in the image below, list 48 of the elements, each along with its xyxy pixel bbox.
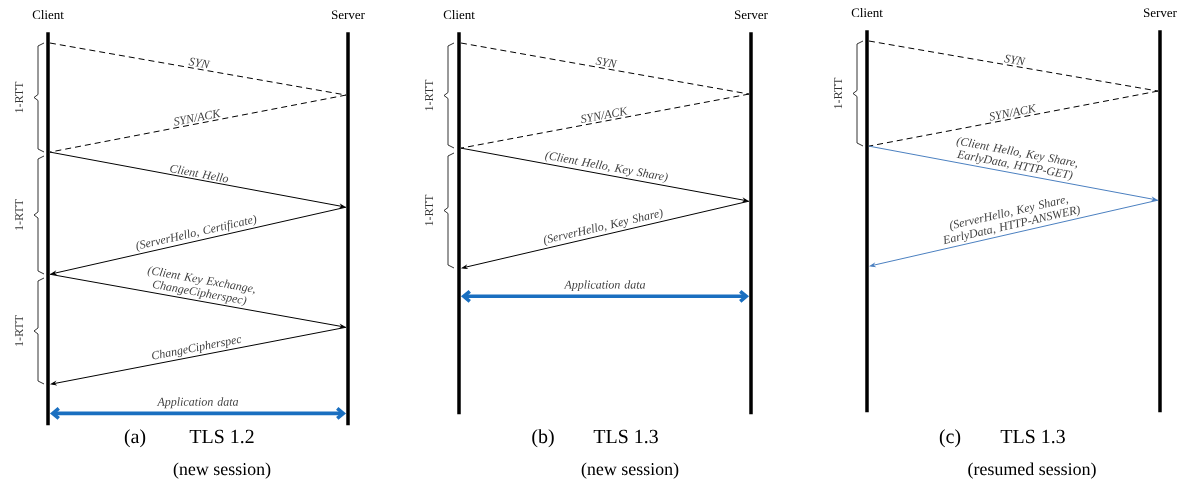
caption: TLS 1.3 (593, 429, 658, 444)
caption: (a) (124, 429, 146, 448)
lifeline: Server (331, 10, 365, 426)
lifeline: Server (1143, 8, 1177, 413)
lifeline: Server (734, 10, 768, 415)
edge-label: Client Hello (170, 165, 229, 183)
bracket-label: 1-RTT (15, 315, 23, 346)
edge-label: SYN (1003, 54, 1026, 66)
arrow (869, 199, 1159, 267)
edge-label: Application data (156, 397, 239, 409)
arrow (460, 147, 749, 203)
edge-label: (Client Hello, Key Share) (545, 151, 668, 183)
node-label: Client (443, 10, 475, 20)
bracket-label: 1-RTT (425, 194, 433, 226)
edge-label: SYN/ACK (174, 109, 221, 126)
caption: (b) (532, 429, 554, 448)
edge-label: SYN (188, 57, 211, 69)
arrow (460, 289, 750, 303)
bracket-label: 1-RTT (15, 81, 23, 113)
caption: (c) (939, 429, 961, 448)
lifeline: Client (443, 10, 475, 415)
arrow (49, 273, 346, 329)
edge-label: SYN/ACK (581, 106, 628, 123)
node-label: Server (331, 10, 365, 20)
arrow (50, 206, 347, 275)
arrow (50, 326, 347, 386)
arrow (868, 145, 1158, 202)
node-label: Client (851, 8, 883, 18)
edge-label: SYN/ACK (989, 104, 1036, 121)
lifeline: Client (32, 10, 64, 426)
arrow (49, 151, 346, 209)
edge-label: (Client Hello, Key Share, EarlyData, HTTP-GET) (956, 137, 1077, 181)
caption: (new session) (581, 462, 679, 479)
caption: TLS 1.3 (1000, 429, 1065, 444)
node-label: Server (1143, 8, 1177, 18)
caption: (resumed session) (968, 462, 1096, 479)
node-label: Client (32, 10, 64, 20)
edge-label: SYN (595, 57, 618, 68)
node-label: Server (734, 10, 768, 20)
bracket-label: 1-RTT (15, 199, 23, 230)
caption: (new session) (173, 462, 271, 479)
lifeline: Client (851, 8, 883, 413)
bracket-label: 1-RTT (834, 77, 842, 109)
arrow (49, 407, 347, 420)
bracket-label: 1-RTT (425, 79, 433, 111)
edge-label: Application data (563, 280, 646, 292)
caption: TLS 1.2 (189, 429, 254, 444)
arrow (461, 200, 750, 269)
